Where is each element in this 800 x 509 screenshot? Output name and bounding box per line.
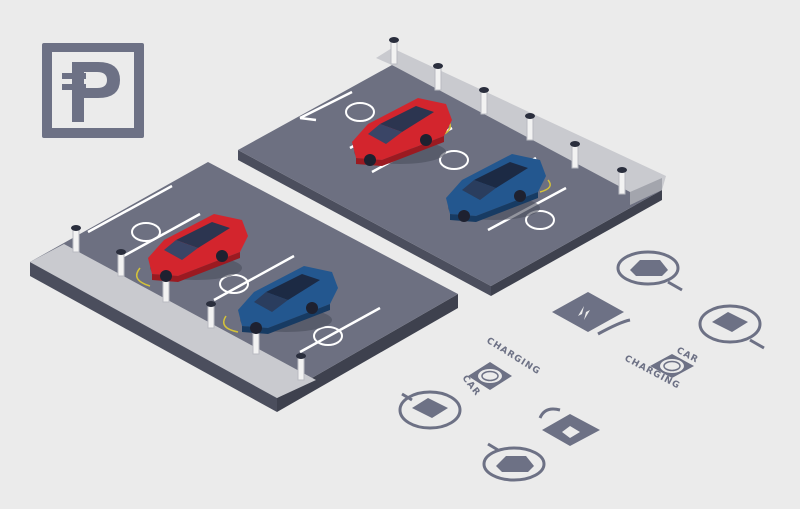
charging-cable bbox=[135, 267, 151, 287]
parking-lot-lower bbox=[30, 162, 458, 412]
charging-cable bbox=[223, 315, 239, 333]
battery-charging-icon bbox=[552, 292, 631, 336]
battery-charging-icon bbox=[538, 407, 600, 446]
ground-charging-symbols-upper bbox=[345, 102, 555, 230]
battery-plug-icon bbox=[698, 304, 765, 350]
red-car-lower bbox=[148, 214, 248, 282]
charger-posts-upper bbox=[389, 37, 627, 195]
ev-plug-car-icon bbox=[482, 442, 546, 482]
blue-car-lower bbox=[238, 266, 338, 334]
battery-plug-icon bbox=[398, 390, 462, 430]
ev-plug-car-icon bbox=[616, 250, 683, 292]
car-charging-socket-icon bbox=[468, 362, 512, 390]
red-car-upper bbox=[352, 98, 452, 166]
ground-charging-symbols-lower bbox=[131, 222, 343, 346]
blue-car-upper bbox=[446, 154, 546, 222]
parking-sign-icon bbox=[42, 43, 144, 138]
charging-cable bbox=[539, 179, 551, 193]
car-charging-socket-icon bbox=[650, 354, 694, 378]
